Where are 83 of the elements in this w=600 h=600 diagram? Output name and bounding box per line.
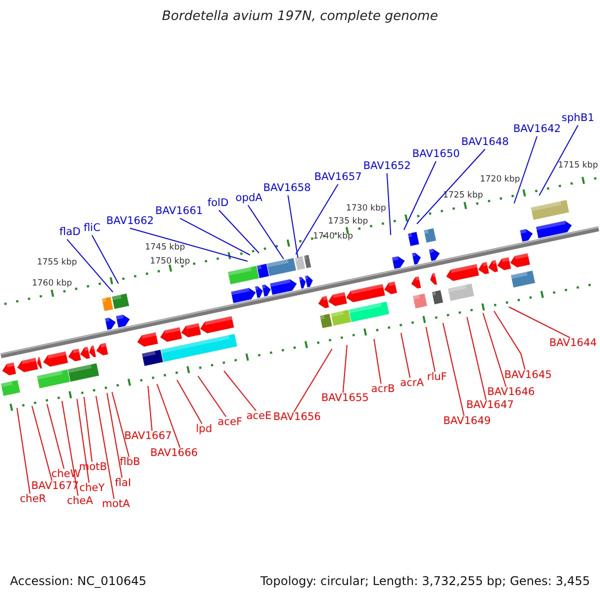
leader-line bbox=[294, 348, 332, 412]
leader-line bbox=[218, 210, 260, 254]
gene-label: BAV1642 bbox=[513, 124, 561, 136]
gene-label: BAV1661 bbox=[155, 206, 203, 218]
gene-label: BAV1648 bbox=[461, 137, 509, 149]
leader-line bbox=[248, 204, 284, 260]
leader-line bbox=[106, 392, 122, 478]
gene-label: BAV1667 bbox=[124, 431, 172, 443]
gene-label: BAV1656 bbox=[273, 412, 321, 424]
gene-label: flaD bbox=[59, 227, 81, 239]
scale-label: 1745 kbp bbox=[144, 243, 186, 253]
leader-line bbox=[148, 386, 152, 432]
gene-label: lpd bbox=[196, 424, 212, 436]
scale-label: 1720 kbp bbox=[480, 175, 520, 185]
leader-line bbox=[66, 238, 114, 293]
leader-line bbox=[482, 312, 506, 388]
map-title: Bordetella avium 197N, complete genome bbox=[161, 10, 439, 24]
leader-line bbox=[84, 396, 92, 462]
leader-line bbox=[288, 194, 298, 258]
gene-label: motA bbox=[102, 499, 130, 511]
gene-label: cheY bbox=[79, 483, 105, 495]
gene-label: BAV1646 bbox=[487, 387, 535, 399]
scale-label: 1740 kbp bbox=[312, 232, 354, 242]
gene-label: BAV1662 bbox=[106, 216, 154, 228]
gene-label: BAV1658 bbox=[263, 183, 311, 195]
gene-label: BAV1652 bbox=[363, 161, 411, 173]
leader-line bbox=[46, 404, 64, 470]
leader-line bbox=[403, 160, 436, 230]
gene-label: rluF bbox=[427, 372, 447, 384]
gene-label: opdA bbox=[236, 193, 262, 205]
leader-line bbox=[442, 322, 464, 416]
scale-label: 1725 kbp bbox=[442, 191, 484, 201]
leader-line bbox=[180, 218, 250, 256]
gene-label: cheA bbox=[66, 496, 94, 508]
scale-label: 1735 kbp bbox=[328, 217, 368, 227]
leader-line bbox=[96, 396, 114, 500]
leader-line bbox=[16, 408, 30, 494]
gene-label: acrB bbox=[371, 384, 395, 396]
gene-label: BAV1655 bbox=[321, 393, 369, 405]
leader-line bbox=[538, 124, 578, 196]
gene-label: sphB1 bbox=[562, 113, 594, 125]
leader-line bbox=[342, 344, 348, 394]
gene-label: BAV1666 bbox=[150, 448, 198, 460]
leader-line bbox=[176, 380, 202, 424]
gene-label: flbB bbox=[120, 457, 140, 469]
leader-line bbox=[400, 332, 410, 378]
gene-label: BAV1657 bbox=[314, 172, 362, 184]
leader-line bbox=[92, 234, 119, 284]
scale-label: 1750 kbp bbox=[150, 257, 190, 267]
footer-text: Accession: NC_010645 bbox=[10, 575, 146, 588]
gene-label: aceF bbox=[218, 417, 242, 429]
gene-label: BAV1650 bbox=[412, 149, 460, 161]
leader-line bbox=[374, 338, 382, 384]
gene-label: BAV1645 bbox=[504, 370, 552, 382]
gene-label: folD bbox=[207, 198, 229, 210]
leader-line bbox=[494, 310, 526, 370]
leader-line bbox=[224, 370, 256, 412]
gene-label: BAV1647 bbox=[466, 400, 514, 412]
leader-line bbox=[76, 398, 90, 484]
gene-label: acrA bbox=[400, 378, 424, 390]
leader-line bbox=[156, 384, 180, 448]
gene-label: cheR bbox=[20, 494, 46, 506]
scale-label: 1755 kbp bbox=[36, 258, 78, 268]
footer-text: Topology: circular; Length: 3,732,255 bp; Genes: 3,455 bbox=[260, 575, 590, 588]
leader-line bbox=[295, 184, 338, 255]
gene-label: aceE bbox=[246, 411, 272, 423]
scale-label: 1715 kbp bbox=[558, 161, 598, 171]
leader-line bbox=[426, 326, 436, 372]
leader-line bbox=[32, 406, 52, 482]
gene-label: BAV1644 bbox=[549, 338, 597, 350]
scale-label: 1730 kbp bbox=[346, 204, 386, 214]
gene-label: fliC bbox=[84, 223, 100, 235]
leader-line bbox=[130, 228, 248, 262]
leader-line bbox=[386, 172, 392, 236]
gene-label: flaI bbox=[114, 478, 132, 490]
leader-line bbox=[508, 306, 570, 338]
gene-label: BAV1649 bbox=[443, 416, 491, 428]
leader-line bbox=[112, 392, 130, 458]
leader-line bbox=[198, 376, 226, 418]
scale-label: 1760 kbp bbox=[32, 279, 72, 289]
leader-line bbox=[466, 316, 486, 400]
leader-line bbox=[416, 148, 486, 224]
leader-line bbox=[514, 136, 538, 204]
